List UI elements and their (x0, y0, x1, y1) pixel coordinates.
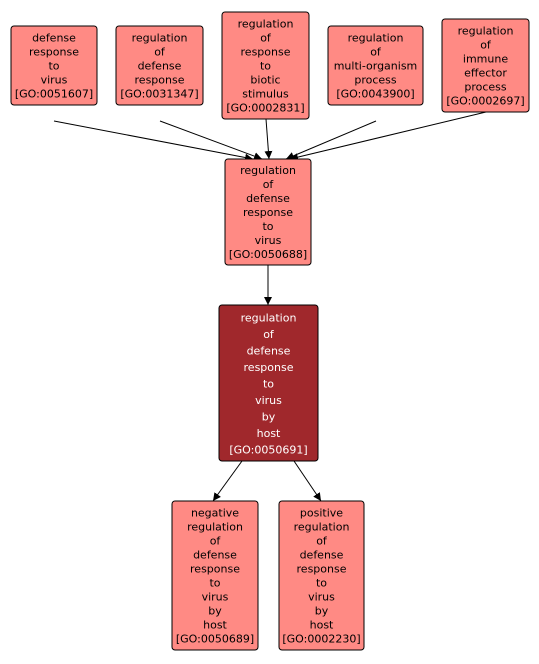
node-label-line: defense (246, 192, 290, 205)
go-term-node[interactable]: regulation of defense response to virus by host… (218, 304, 319, 462)
edge-n7-to-n9 (293, 460, 322, 502)
node-label-line: regulation (187, 520, 243, 533)
node-label-line: regulation (294, 520, 350, 533)
node-label-line: virus (255, 234, 282, 247)
node-label-line: to (209, 576, 220, 589)
node-label-line: virus (41, 73, 68, 86)
node-label-line: defense (193, 548, 237, 561)
node-label-line: response (241, 45, 291, 58)
node-label-line: to (316, 576, 327, 589)
node-label-line: defense (247, 345, 291, 358)
node-go-id: [GO:0050688] (229, 248, 307, 261)
node-label-line: stimulus (242, 87, 289, 100)
node-label-line: response (190, 562, 240, 575)
node-label-line: of (260, 31, 272, 44)
node-label-line: of (263, 178, 275, 191)
node-box (10, 25, 98, 106)
edge-n1-to-n6 (53, 120, 254, 162)
node-go-id: [GO:0051607] (15, 87, 93, 100)
node-label-line: regulation (458, 24, 514, 37)
node-label-line: host (257, 427, 281, 440)
node-box (115, 25, 204, 106)
node-box (221, 11, 310, 120)
node-label-line: positive (300, 506, 343, 519)
node-go-id: [GO:0043900] (336, 87, 414, 100)
node-label-line: host (203, 618, 227, 631)
node-label-line: effector (464, 66, 507, 79)
edge-line (159, 120, 263, 160)
node-label-line: regulation (241, 312, 297, 325)
go-term-node[interactable]: negativeregulationofdefenseresponsetovir… (171, 500, 259, 651)
edge-n4-to-n6 (285, 120, 377, 160)
edge-line (53, 120, 254, 162)
node-label-line: of (263, 328, 275, 341)
node-label-line: virus (202, 590, 229, 603)
go-term-node[interactable]: regulationofdefenseresponsetovirus[GO:00… (224, 158, 312, 266)
node-label-line: defense (32, 31, 76, 44)
node-go-id: [GO:0050691] (229, 444, 307, 457)
edge-line (293, 460, 322, 502)
node-box (278, 500, 365, 651)
node-label-line: response (243, 206, 293, 219)
node-label-line: defense (300, 548, 344, 561)
node-label-line: process (464, 80, 507, 93)
node-label-line: virus (255, 394, 282, 407)
node-go-id: [GO:0002230] (282, 632, 360, 645)
edge-line (264, 118, 273, 160)
node-box (171, 500, 259, 651)
node-label-line: by (315, 604, 329, 617)
edge-line (285, 120, 377, 160)
edge-n7-to-n8 (212, 460, 243, 502)
node-label-line: process (354, 73, 397, 86)
edge-line (212, 460, 243, 502)
node-box (441, 18, 530, 113)
node-box (218, 304, 319, 462)
node-label-line: of (210, 534, 222, 547)
go-term-node[interactable]: regulationofmulti-organismprocess[GO:004… (327, 25, 424, 106)
node-label-line: host (310, 618, 334, 631)
node-label-line: response (135, 73, 185, 86)
node-go-id: [GO:0050689] (176, 632, 254, 645)
node-label-line: of (316, 534, 328, 547)
go-term-node[interactable]: regulationofresponsetobioticstimulus[GO:… (221, 11, 310, 120)
node-go-id: [GO:0002831] (226, 101, 304, 114)
node-label-line: to (263, 378, 274, 391)
node-label-line: of (370, 45, 382, 58)
node-label-line: virus (308, 590, 335, 603)
node-label-line: regulation (240, 164, 296, 177)
node-label-line: to (48, 59, 59, 72)
node-label-line: to (262, 220, 273, 233)
node-label-line: by (262, 411, 276, 424)
node-label-line: multi-organism (334, 59, 418, 72)
edge-line (289, 111, 487, 162)
node-layer: defenseresponsetovirus[GO:0051607]regula… (10, 11, 530, 651)
go-term-node[interactable]: positiveregulationofdefenseresponsetovir… (278, 500, 365, 651)
node-label-line: defense (138, 59, 182, 72)
node-label-line: to (260, 59, 271, 72)
node-label-line: response (29, 45, 79, 58)
edge-layer (53, 111, 487, 502)
edge-n2-to-n6 (159, 120, 263, 160)
node-go-id: [GO:0002697] (446, 94, 524, 107)
node-label-line: biotic (250, 73, 280, 86)
go-term-node[interactable]: regulationofimmuneeffectorprocess[GO:000… (441, 18, 530, 113)
node-label-line: by (208, 604, 222, 617)
node-label-line: immune (463, 52, 508, 65)
edge-n3-to-n6 (264, 118, 273, 160)
node-box (224, 158, 312, 266)
node-label-line: regulation (238, 17, 294, 30)
node-label-line: response (244, 361, 294, 374)
node-label-line: regulation (348, 31, 404, 44)
node-label-line: negative (191, 506, 239, 519)
node-label-line: of (154, 45, 166, 58)
node-go-id: [GO:0031347] (120, 87, 198, 100)
node-label-line: of (480, 38, 492, 51)
node-label-line: regulation (132, 31, 188, 44)
node-label-line: response (297, 562, 347, 575)
node-box (327, 25, 424, 106)
edge-n5-to-n6 (289, 111, 487, 162)
